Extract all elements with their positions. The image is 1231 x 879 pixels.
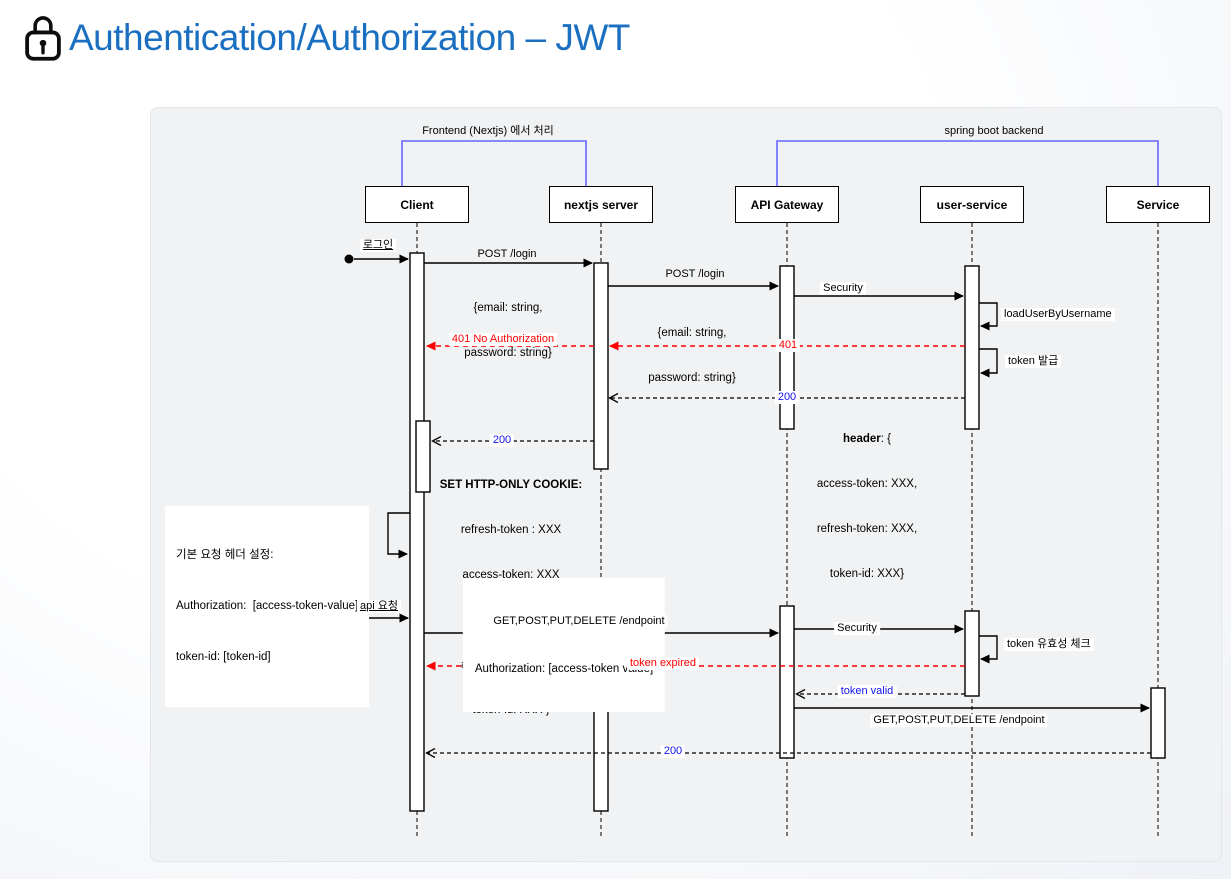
login-start-circle (344, 254, 354, 264)
actor-nextjs-server: nextjs server (549, 186, 653, 223)
request-header-note: header: Authorization: [access-token val… (462, 578, 666, 712)
default-request-header-note: 기본 요청 헤더 설정: Authorization: [access-toke… (165, 506, 370, 707)
api-request-trigger-label: api 요청 (357, 600, 401, 613)
post-login-1-body-line2: password: string} (464, 347, 552, 359)
actor-nextjs-server-label: nextjs server (563, 197, 639, 212)
selfcall-token-check (979, 635, 998, 664)
page-header: Authentication/Authorization – JWT (22, 14, 630, 61)
activation-nextjs-1 (593, 262, 609, 470)
frame-brackets (401, 140, 1159, 186)
unauthorized-code-label: 401 (775, 339, 801, 352)
activation-client-nested (415, 420, 431, 493)
default-request-header-line3: token-id: [token-id] (176, 651, 271, 663)
activation-api-gateway-2 (779, 605, 795, 759)
api-call-1-label: GET,POST,PUT,DELETE /endpoint (490, 615, 668, 628)
page-title: Authentication/Authorization – JWT (69, 16, 630, 58)
post-login-2-body-line1: {email: string, (657, 327, 727, 339)
response-header-rest: : { (880, 433, 891, 445)
actor-service: Service (1106, 186, 1210, 223)
ok-final-label: 200 (660, 745, 686, 758)
load-user-label: loadUserByUsername (1001, 308, 1115, 321)
activation-client (409, 252, 425, 812)
token-check-label: token 유효성 체크 (1004, 638, 1094, 651)
post-login-1-body-line1: {email: string, (473, 302, 543, 314)
token-expired-label: token expired (626, 657, 700, 670)
set-cookie-title: SET HTTP-ONLY COOKIE: (440, 478, 583, 493)
actor-api-gateway: API Gateway (735, 186, 839, 223)
login-trigger-label: 로그인 (359, 239, 397, 252)
response-header-line4: token-id: XXX} (829, 568, 905, 580)
sequence-diagram-canvas: Frontend (Nextjs) 에서 처리 spring boot back… (150, 107, 1222, 862)
activation-service (1150, 687, 1166, 759)
set-cookie-line1: refresh-token : XXX (460, 524, 562, 536)
post-login-1-body: {email: string, password: string} (464, 271, 552, 391)
post-login-2-body: {email: string, password: string} (648, 296, 736, 416)
response-header-line2: access-token: XXX, (816, 478, 918, 490)
ok-nextjs-label: 200 (489, 434, 515, 447)
actor-client-label: Client (400, 197, 434, 212)
unauthorized-full-label: 401 No Authorization (448, 333, 558, 346)
backend-frame-bracket (776, 140, 1159, 186)
default-request-header-line2: Authorization: [access-token-value] (176, 600, 359, 612)
selfcall-load-user (979, 302, 998, 331)
diagram-wires (344, 140, 1166, 839)
actor-client: Client (365, 186, 469, 223)
activation-user-service-2 (964, 610, 980, 697)
token-valid-label: token valid (837, 685, 897, 698)
response-header-line1: header: { (817, 432, 917, 447)
response-header-note: header: { access-token: XXX, refresh-tok… (817, 402, 917, 612)
set-cookie-title-text: SET HTTP-ONLY COOKIE: (439, 479, 583, 491)
security-2-label: Security (834, 622, 880, 635)
selfcall-default-header (387, 512, 410, 559)
security-1-label: Security (820, 282, 866, 295)
actor-user-service: user-service (920, 186, 1024, 223)
backend-frame-label: spring boot backend (944, 125, 1044, 137)
frontend-frame-label: Frontend (Nextjs) 에서 처리 (422, 125, 554, 137)
post-login-2-body-line2: password: string} (648, 372, 736, 384)
selfcall-token-issue (979, 348, 998, 378)
ok-user-service-label: 200 (774, 391, 800, 404)
actor-api-gateway-label: API Gateway (750, 197, 824, 212)
default-request-header-line1: 기본 요청 헤더 설정: (176, 549, 274, 561)
frontend-frame-bracket (401, 140, 587, 186)
activation-user-service-1 (964, 265, 980, 430)
post-login-2-label: POST /login (665, 268, 725, 280)
api-call-2-label: GET,POST,PUT,DELETE /endpoint (870, 714, 1048, 727)
actor-service-label: Service (1136, 197, 1180, 212)
response-header-bold: header (843, 433, 881, 445)
post-login-1-label: POST /login (477, 248, 537, 260)
actor-user-service-label: user-service (936, 197, 1008, 212)
token-issue-label: token 발급 (1005, 355, 1062, 368)
response-header-line3: refresh-token: XXX, (816, 523, 918, 535)
lock-icon (25, 16, 61, 61)
